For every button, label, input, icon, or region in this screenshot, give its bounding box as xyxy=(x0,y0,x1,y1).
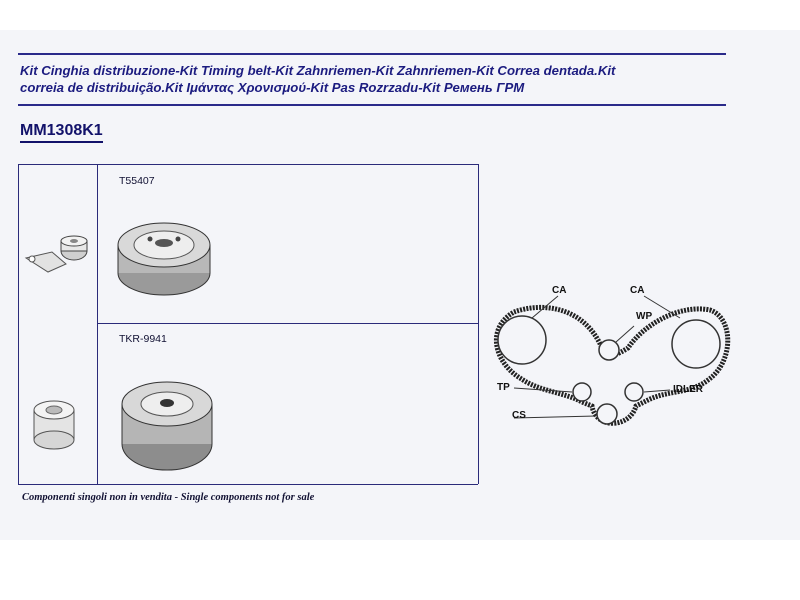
top-rule xyxy=(18,53,726,55)
leader-tp xyxy=(513,387,573,393)
crankshaft-pulley xyxy=(596,403,618,425)
tensioner-bracket-icon xyxy=(24,235,88,273)
part-number-2: TKR-9941 xyxy=(119,333,167,345)
label-ca-left: CA xyxy=(552,285,567,296)
belt-routing-diagram xyxy=(494,295,731,426)
kit-title-line-1: Kit Cinghia distribuzione-Kit Timing bel… xyxy=(20,63,616,78)
tensioner-pulley-icon xyxy=(117,222,211,296)
table-column-divider xyxy=(97,164,98,484)
label-wp: WP xyxy=(636,311,653,322)
part-number-1: T55407 xyxy=(119,175,155,187)
title-rule xyxy=(18,104,726,106)
idler-pulley xyxy=(624,382,644,402)
kit-code: MM1308K1 xyxy=(20,122,103,143)
table-row-divider xyxy=(97,323,478,324)
table-left-border xyxy=(18,164,19,484)
catalog-sheet: Kit Cinghia distribuzione-Kit Timing bel… xyxy=(0,30,800,540)
table-right-border xyxy=(478,164,479,484)
leader-wp xyxy=(615,325,635,343)
camshaft-pulley-left xyxy=(497,315,547,365)
kit-title-line-2: correia de distribuição.Kit Ιμάντας Χρον… xyxy=(20,80,525,95)
footer-note: Componenti singoli non in vendita - Sing… xyxy=(22,492,315,503)
idler-small-icon xyxy=(33,400,75,450)
label-cs: CS xyxy=(512,410,526,421)
label-idler: IDLER xyxy=(673,384,703,395)
label-tp: TP xyxy=(497,382,510,393)
camshaft-pulley-right xyxy=(671,319,721,369)
table-bottom-border xyxy=(18,484,478,485)
leader-ca-left xyxy=(531,295,559,319)
water-pump-pulley xyxy=(598,339,620,361)
table-top-border xyxy=(18,164,478,165)
tensioner-pulley xyxy=(572,382,592,402)
label-ca-right: CA xyxy=(630,285,645,296)
idler-pulley-icon xyxy=(121,381,213,471)
leader-cs xyxy=(513,415,597,419)
kit-title: Kit Cinghia distribuzione-Kit Timing bel… xyxy=(20,62,740,96)
leader-idler xyxy=(643,389,671,393)
leader-ca-right xyxy=(643,295,681,319)
